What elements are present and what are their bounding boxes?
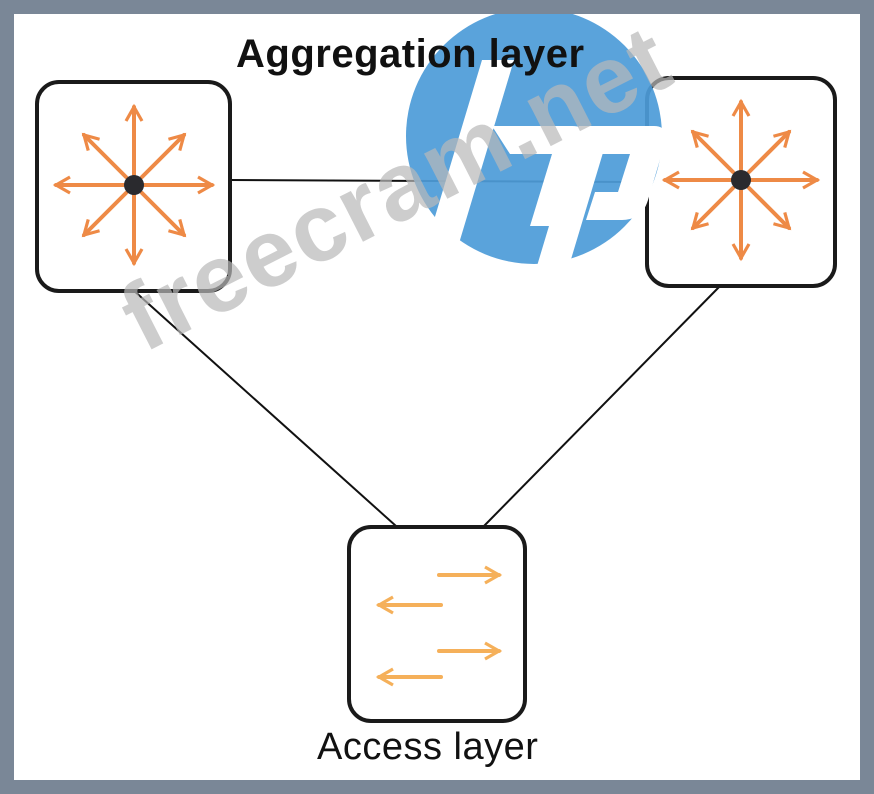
access-layer-label: Access layer <box>317 726 539 768</box>
node-agg-right <box>645 76 837 288</box>
link-agg-left-access <box>131 288 397 527</box>
routing-switch-icon <box>661 98 821 262</box>
routing-switch-icon <box>52 103 216 267</box>
aggregation-layer-label: Aggregation layer <box>236 32 585 76</box>
link-agg-right-access <box>483 283 723 527</box>
diagram-canvas: Aggregation layer Access layer freecram.… <box>14 14 860 780</box>
network-diagram <box>35 14 837 723</box>
hp-logo-watermark <box>406 14 666 276</box>
node-agg-left <box>35 80 232 293</box>
layer2-switch-icon <box>375 565 503 687</box>
node-access <box>347 525 527 723</box>
